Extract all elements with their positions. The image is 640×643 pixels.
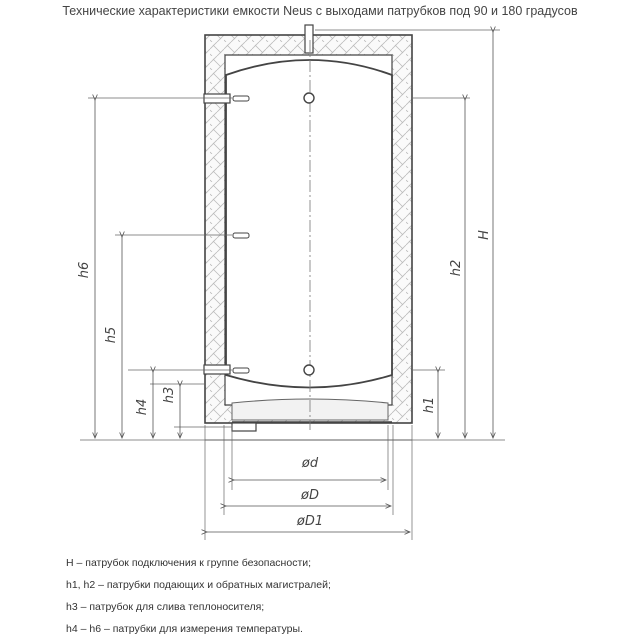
- dim-label-h2: h2: [449, 260, 464, 277]
- dim-label-H: H: [477, 230, 492, 240]
- dim-label-h5: h5: [104, 327, 119, 344]
- dim-label-h4: h4: [135, 399, 150, 416]
- legend: H – патрубок подключения к группе безопа…: [66, 555, 626, 643]
- legend-line-h1-h2: h1, h2 – патрубки подающих и обратных ма…: [66, 579, 331, 591]
- page-title: Технические характеристики емкости Neus …: [62, 4, 578, 18]
- dim-label-h6: h6: [77, 262, 92, 279]
- dim-label-h3: h3: [162, 387, 177, 404]
- dim-label-D1: øD1: [296, 514, 323, 529]
- tank-body: [225, 24, 393, 430]
- dim-label-D: øD: [300, 488, 319, 503]
- extension-lines: [80, 29, 505, 540]
- legend-line-H: H – патрубок подключения к группе безопа…: [66, 557, 312, 569]
- legend-line-h3: h3 – патрубок для слива теплоносителя;: [66, 601, 265, 613]
- dim-label-d: ød: [301, 456, 319, 471]
- legend-line-h4-h6: h4 – h6 – патрубки для измерения темпера…: [66, 623, 303, 635]
- dim-label-h1: h1: [422, 397, 437, 414]
- tank-nozzles: [203, 92, 315, 432]
- dimension-lines: [95, 32, 493, 532]
